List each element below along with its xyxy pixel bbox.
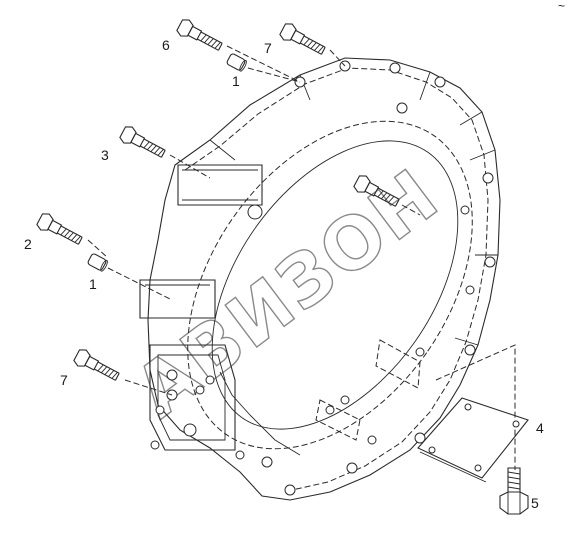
flywheel-housing [139,57,501,501]
callout-5: 5 [531,495,539,511]
callout-1-left: 1 [89,276,97,292]
callout-7-left: 7 [60,372,68,388]
stud-bolt-3 [119,126,166,158]
stud-bolt-installed [353,175,400,207]
dowel-pin-top [226,53,247,72]
callout-4: 4 [536,420,544,436]
stud-bolt-6 [176,19,223,51]
dowel-pin-left [87,253,108,272]
callout-3: 3 [101,147,109,163]
stud-bolt-2 [36,213,83,245]
callout-1-top: 1 [232,73,240,89]
assembly-lines [87,45,516,470]
stud-bolt-7-left [73,349,120,381]
callout-labels: 6 7 1 3 2 1 7 4 5 [24,37,544,511]
callout-2: 2 [24,236,32,252]
callout-7-top: 7 [264,40,272,56]
cover-plate [417,397,529,483]
cover-bolt [499,467,529,515]
callout-6: 6 [162,37,170,53]
corner-mark: ~ [558,0,565,13]
stud-bolt-7-top [279,23,326,55]
